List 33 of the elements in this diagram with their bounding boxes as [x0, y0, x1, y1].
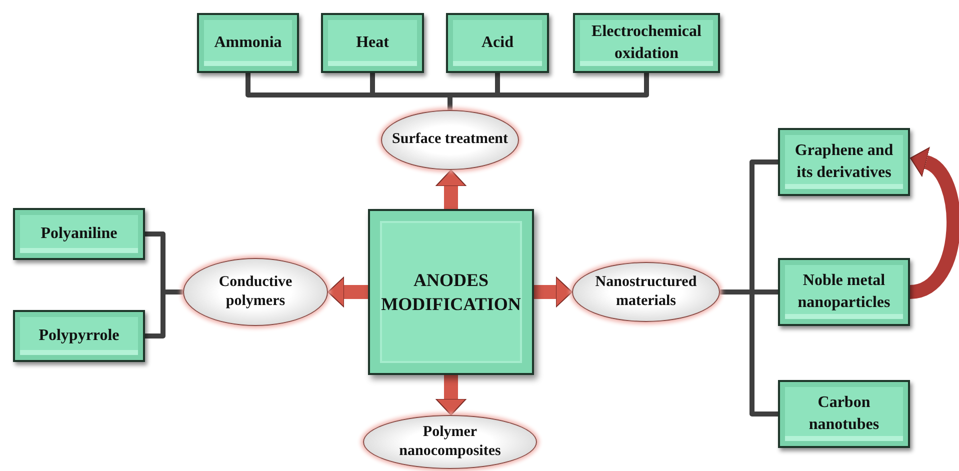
block-arrow [908, 148, 959, 299]
block-arrow [534, 276, 572, 308]
process-box [321, 13, 424, 73]
node-label: Ammonia [214, 33, 282, 54]
block-arrow [436, 375, 466, 416]
category-ellipse [572, 262, 720, 322]
node-label: Polymer nanocomposites [398, 422, 502, 461]
node-label: Noble metal nanoparticles [796, 271, 892, 313]
process-box [778, 258, 910, 326]
process-box [778, 380, 910, 448]
node-label: Graphene and its derivatives [794, 141, 894, 183]
category-ellipse [381, 110, 519, 170]
central-box [368, 209, 534, 375]
node-label: Acid [482, 33, 514, 54]
node-label: ANODES MODIFICATION [380, 268, 522, 316]
node-label: Surface treatment [392, 130, 508, 150]
node-label: Conductive polymers [218, 272, 294, 311]
category-ellipse [363, 415, 537, 469]
category-ellipse [183, 258, 328, 326]
process-box [446, 13, 549, 73]
node-label: Electrochemical oxidation [590, 22, 702, 64]
process-box [778, 128, 910, 196]
process-box [197, 13, 299, 73]
node-label: Carbon nanotubes [808, 393, 880, 435]
node-label: Polyaniline [40, 224, 118, 244]
process-box [13, 310, 145, 362]
node-label: Heat [356, 33, 389, 54]
process-box [13, 208, 145, 260]
node-label: Nanostructured materials [594, 272, 698, 311]
node-label: Polypyrrole [38, 326, 120, 346]
block-arrow [436, 170, 466, 209]
process-box [573, 13, 720, 73]
block-arrow [328, 276, 368, 308]
